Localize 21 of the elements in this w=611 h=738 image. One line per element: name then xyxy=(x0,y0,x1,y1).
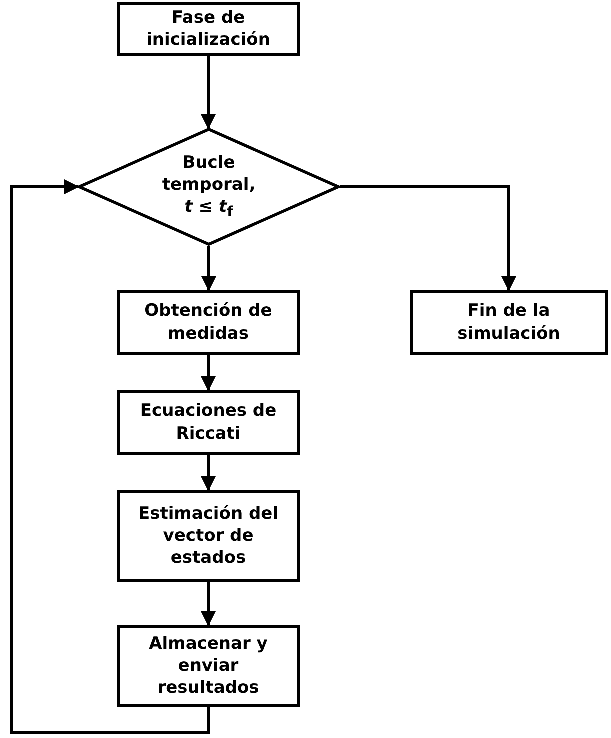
arrow xyxy=(201,582,216,626)
decision-diamond xyxy=(78,128,340,246)
node-label: Almacenar y enviar resultados xyxy=(148,632,269,700)
node-label: Obtención de medidas xyxy=(144,300,274,345)
process-box xyxy=(117,2,300,56)
node-label: Estimación del vector de estados xyxy=(137,502,280,570)
node-label: Fase de inicialización xyxy=(146,6,272,52)
process-box xyxy=(410,290,608,355)
arrow xyxy=(201,355,216,392)
node-label: Fin de la simulación xyxy=(456,300,562,345)
arrow xyxy=(201,56,216,130)
process-box xyxy=(117,490,300,582)
node-label: Ecuaciones de Riccati xyxy=(139,400,278,445)
arrow xyxy=(201,455,216,492)
node-label: Bucle temporal, t ≤ t$_{f}$ xyxy=(161,152,257,222)
process-box xyxy=(117,290,300,355)
arrow xyxy=(340,186,516,292)
arrow xyxy=(202,246,216,292)
process-box xyxy=(117,390,300,455)
arrow xyxy=(10,180,210,734)
process-box xyxy=(117,625,300,707)
